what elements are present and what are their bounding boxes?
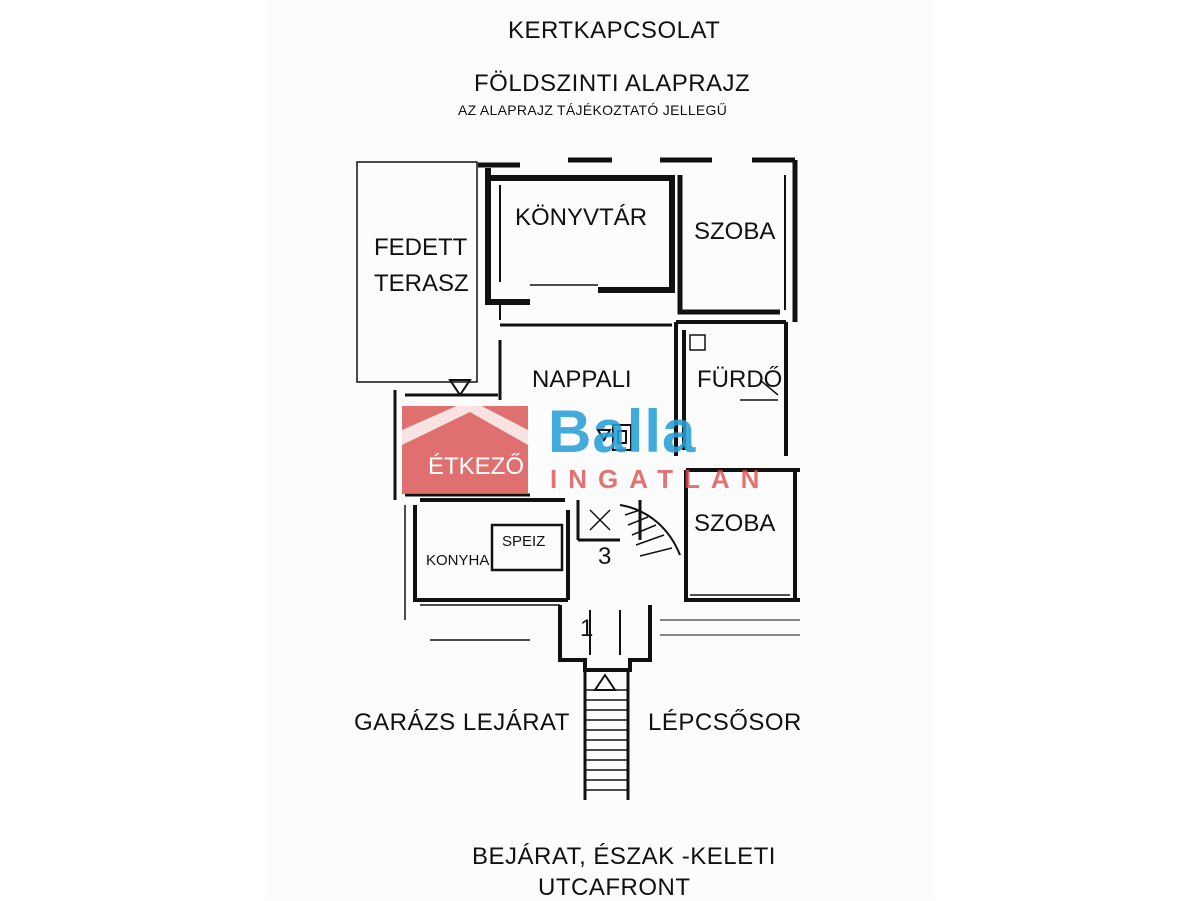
bathroom-walls: [674, 320, 788, 456]
entrance-label: BEJÁRAT, ÉSZAK -KELETI: [472, 843, 776, 870]
stair-number-b: 1: [580, 615, 594, 642]
room-label-pantry: SPEIZ: [502, 533, 546, 550]
plan-title: FÖLDSZINTI ALAPRAJZ: [474, 70, 751, 97]
room-label-dining: ÉTKEZŐ: [428, 453, 525, 480]
exterior-stairs: [583, 670, 630, 800]
stairs-label: LÉPCSŐSOR: [648, 709, 802, 736]
pantry-walls: [490, 523, 564, 572]
kitchen-walls: [413, 505, 570, 602]
covered-terrace-outline: [356, 161, 478, 383]
watermark-logo-graphic: [402, 400, 528, 494]
dining-walls: [393, 390, 530, 500]
room-bottom-walls: [684, 468, 800, 602]
outer-wall-top: [478, 157, 795, 168]
room-label-room-bottom: SZOBA: [694, 510, 776, 537]
watermark-sub: INGATLAN: [550, 464, 771, 494]
watermark-brand: Balla: [548, 398, 697, 465]
room-label-living-room: NAPPALI: [532, 366, 632, 393]
library-walls: [485, 168, 675, 305]
room-label-room-top: SZOBA: [694, 218, 776, 245]
plan-subtitle: AZ ALAPRAJZ TÁJÉKOZTATÓ JELLEGŰ: [458, 102, 728, 118]
landing-walls: [558, 605, 652, 672]
garage-ramp-label: GARÁZS LEJÁRAT: [354, 709, 570, 736]
room-label-covered-terrace-2: TERASZ: [374, 270, 469, 297]
stair-number-a: 3: [598, 543, 612, 570]
street-front-label: UTCAFRONT: [538, 874, 691, 901]
room-top-walls: [677, 160, 798, 322]
stair-core-walls: [576, 500, 642, 542]
garden-link-label: KERTKAPCSOLAT: [508, 17, 721, 44]
room-label-bathroom: FÜRDŐ: [697, 366, 783, 393]
room-label-covered-terrace-1: FEDETT: [374, 234, 468, 261]
room-label-kitchen: KONYHA: [426, 552, 490, 569]
living-room-walls: [498, 323, 672, 400]
room-label-library: KÖNYVTÁR: [515, 204, 648, 231]
